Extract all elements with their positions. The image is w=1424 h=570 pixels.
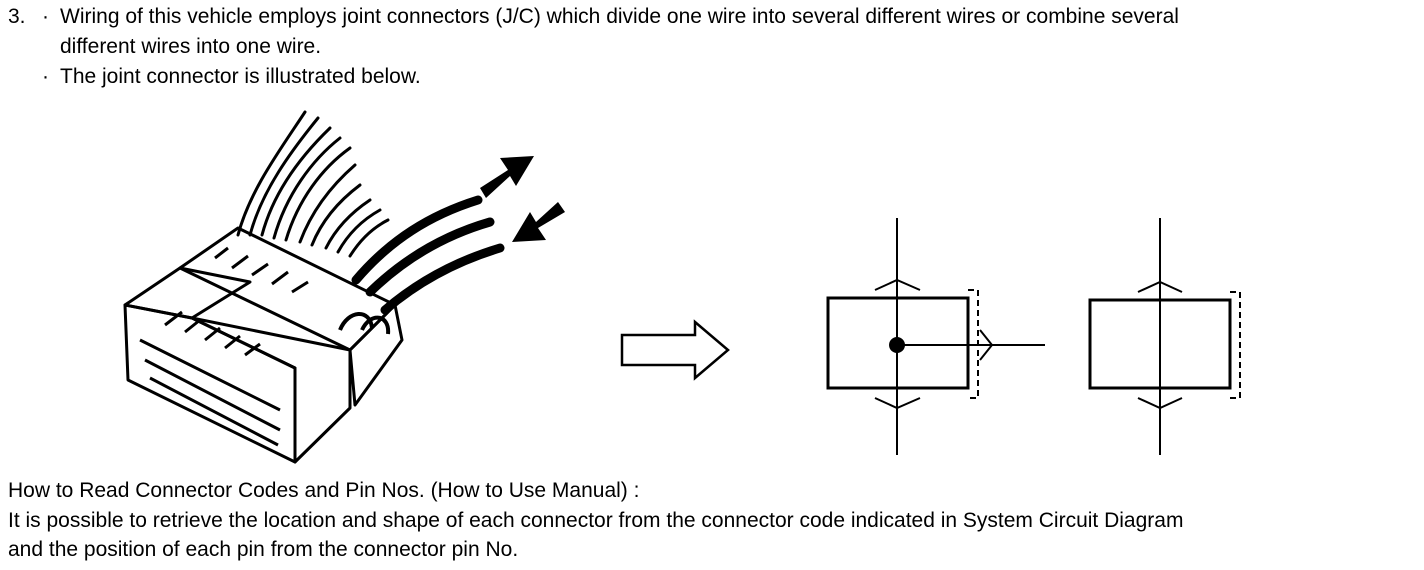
bullet-2: · — [42, 65, 49, 88]
hollow-right-arrow-icon — [620, 319, 730, 381]
item-line-3: The joint connector is illustrated below… — [60, 65, 421, 88]
thick-wires-icon — [351, 195, 505, 315]
joint-connector-illustration — [123, 110, 1241, 464]
wire-bundle-icon — [236, 110, 390, 258]
jc-symbol-right-icon — [1088, 218, 1241, 455]
connector-body-icon — [123, 226, 404, 464]
bullet-1: · — [42, 5, 49, 28]
body-line-1: It is possible to retrieve the location … — [8, 509, 1184, 532]
signal-arrows-icon — [480, 156, 565, 242]
item-number: 3. — [8, 5, 26, 28]
body-line-2: and the position of each pin from the co… — [8, 538, 519, 561]
item-line-1: Wiring of this vehicle employs joint con… — [60, 5, 1179, 28]
jc-symbol-left-icon — [826, 218, 1045, 455]
item-line-2: different wires into one wire. — [60, 35, 322, 58]
section-heading: How to Read Connector Codes and Pin Nos.… — [8, 479, 640, 502]
